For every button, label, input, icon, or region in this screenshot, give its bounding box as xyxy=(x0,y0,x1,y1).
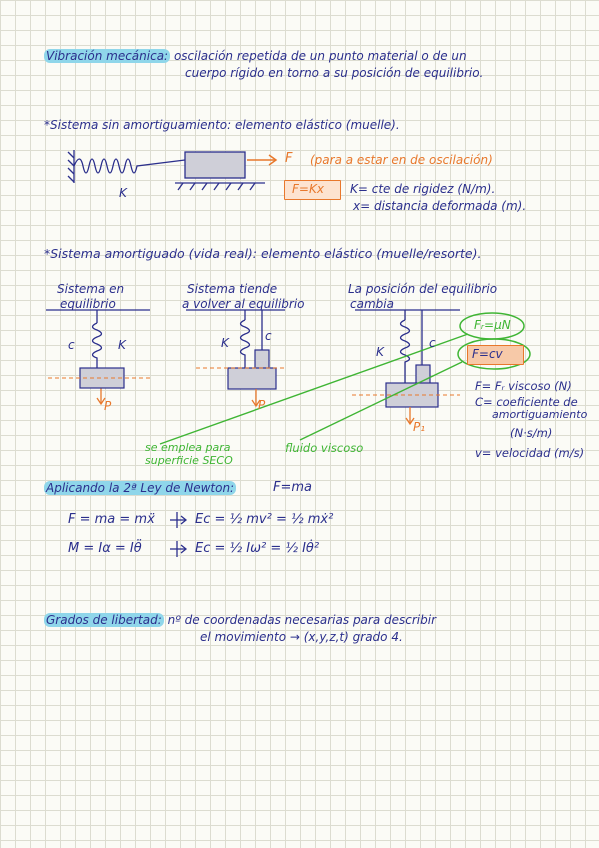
k-label: K xyxy=(119,186,127,200)
sys2-k: K xyxy=(221,336,229,350)
grados-term: Grados de libertad: xyxy=(44,613,164,627)
seco-note-2: superficie SECO xyxy=(145,454,233,467)
system3-damper xyxy=(415,364,431,386)
formula-box xyxy=(284,180,341,200)
grados-def-1: nº de coordenadas necesarias para descri… xyxy=(167,613,437,627)
x-definition: x= distancia deformada (m). xyxy=(353,199,527,213)
newton-heading: Aplicando la 2ª Ley de Newton: xyxy=(44,481,237,495)
v-definition: v= velocidad (m/s) xyxy=(475,446,585,460)
sys3-p1: P₁ xyxy=(413,420,426,434)
col2-title-2: a volver al equilibrio xyxy=(182,297,305,311)
undamped-diagram xyxy=(67,150,265,191)
eq1b: Ec = ½ mv² = ½ mẋ² xyxy=(195,512,334,527)
cv-formula: F=cv xyxy=(472,347,503,361)
c-definition-2: amortiguamiento xyxy=(492,408,588,421)
formula-fkx: F=Kx xyxy=(292,182,324,196)
system2-diagram xyxy=(239,310,263,368)
eq1: F = ma = mẍ xyxy=(68,512,155,527)
seco-note-1: se emplea para xyxy=(145,441,231,454)
heading-amortiguado: *Sistema amortiguado (vida real): elemen… xyxy=(44,246,482,261)
sys2-c: c xyxy=(265,329,272,343)
fr-definition: F= Fᵣ viscoso (N) xyxy=(475,379,572,393)
definition-line-2: cuerpo rígido en torno a su posición de … xyxy=(185,66,484,80)
force-arrow xyxy=(247,154,278,166)
col2-title-1: Sistema tiende xyxy=(187,282,278,296)
newton-eq: F=ma xyxy=(273,480,312,495)
fr-formula: Fᵣ=μN xyxy=(474,318,511,332)
sys2-p: P xyxy=(258,398,266,412)
newton-term: Aplicando la 2ª Ley de Newton: xyxy=(44,481,237,495)
heading-sin-amortiguamiento: *Sistema sin amortiguamiento: elemento e… xyxy=(44,118,400,132)
col3-title-2: cambia xyxy=(350,297,394,311)
undamped-block xyxy=(184,151,246,179)
cv-ellipse xyxy=(457,338,531,370)
grados-def-2: el movimiento → (x,y,z,t) grado 4. xyxy=(200,630,403,644)
col1-title-2: equilibrio xyxy=(60,297,116,311)
system2-block xyxy=(227,367,277,390)
eq2: M = Iα = Iθ̈ xyxy=(68,541,142,556)
col1-title-1: Sistema en xyxy=(57,282,125,296)
fluido-note: fluido viscoso xyxy=(285,441,364,455)
k-definition: K= cte de rigidez (N/m). xyxy=(350,182,496,196)
sys1-k: K xyxy=(118,338,126,352)
col3-title-1: La posición del equilibrio xyxy=(348,282,498,296)
eq2b: Ec = ½ Iω² = ½ Iθ̇² xyxy=(195,541,320,556)
force-label: F xyxy=(285,151,293,166)
c-definition-1: C= coeficiente de xyxy=(475,395,578,409)
sys1-p: P xyxy=(104,399,112,413)
c-definition-3: (N·s/m) xyxy=(510,426,553,440)
vibracion-term: Vibración mecánica: oscilación repetida … xyxy=(44,49,467,63)
highlighted-term: Vibración mecánica: xyxy=(44,49,171,63)
definition-line-1: oscilación repetida de un punto material… xyxy=(173,49,467,63)
force-note: (para a estar en de oscilación) xyxy=(310,153,493,167)
system3-diagram xyxy=(399,310,423,383)
system1-diagram xyxy=(91,310,106,406)
cv-box xyxy=(467,345,524,365)
grados-line-1: Grados de libertad: nº de coordenadas ne… xyxy=(44,613,436,627)
system2-damper xyxy=(254,349,270,371)
sys3-c: c xyxy=(429,336,436,350)
sys1-c: c xyxy=(68,338,75,352)
sys3-k: K xyxy=(376,345,384,359)
